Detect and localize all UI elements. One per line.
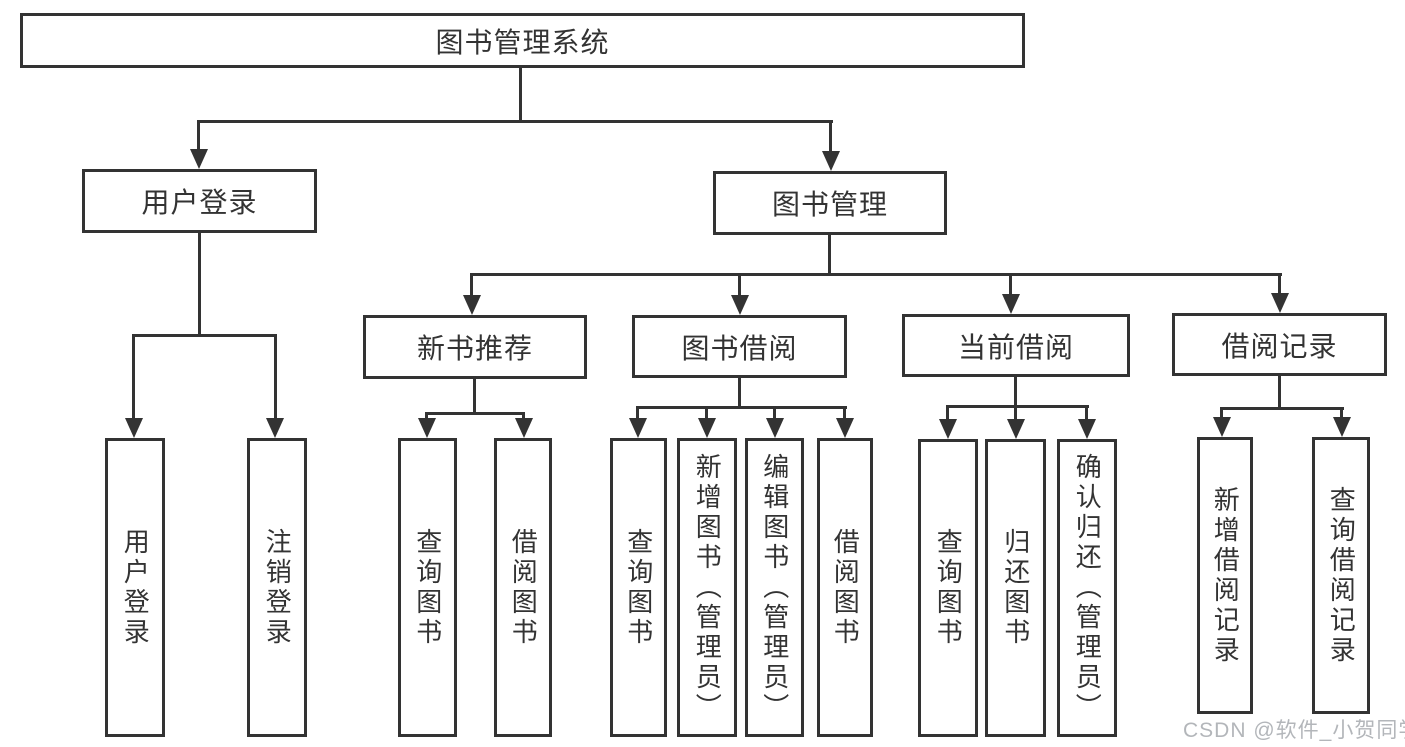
leaf-label: 注销登录: [262, 527, 293, 648]
connector-line: [773, 406, 776, 420]
leaf-label: 借阅图书: [830, 527, 861, 648]
arrowhead-icon: [515, 418, 533, 438]
connector-line: [947, 405, 1089, 408]
leaf-label: 编辑图书（管理员）: [759, 452, 790, 723]
arrowhead-icon: [190, 149, 208, 169]
node-label: 图书借阅: [681, 332, 798, 364]
connector-line: [426, 412, 525, 415]
arrowhead-icon: [1007, 419, 1025, 439]
node-label: 借阅记录: [1221, 330, 1338, 362]
connector-line: [636, 406, 639, 420]
arrowhead-icon: [1078, 419, 1096, 439]
connector-line: [1340, 407, 1343, 419]
leaf-query-book-borrow: 查询图书: [610, 438, 667, 737]
arrowhead-icon: [1271, 293, 1289, 313]
leaf-logout: 注销登录: [247, 438, 307, 737]
leaf-label: 查询图书: [412, 527, 443, 648]
connector-line: [1278, 273, 1281, 295]
leaf-label: 归还图书: [1000, 528, 1031, 648]
arrowhead-icon: [822, 151, 840, 171]
leaf-confirm-return-admin: 确认归还（管理员）: [1057, 439, 1117, 737]
connector-line: [471, 273, 1282, 276]
leaf-label: 借阅图书: [508, 527, 539, 648]
node-label: 图书管理: [771, 189, 888, 220]
connector-line: [843, 406, 846, 420]
arrowhead-icon: [836, 418, 854, 438]
node-user-login: 用户登录: [82, 169, 317, 233]
connector-line: [198, 120, 833, 123]
connector-line: [274, 334, 277, 420]
arrowhead-icon: [698, 418, 716, 438]
node-label: 用户登录: [141, 187, 258, 218]
leaf-query-book-recommend: 查询图书: [398, 438, 457, 737]
node-label: 当前借阅: [957, 331, 1074, 363]
node-current-borrow: 当前借阅: [902, 314, 1130, 377]
connector-line: [519, 66, 522, 123]
leaf-borrow-book: 借阅图书: [817, 438, 873, 737]
connector-line: [470, 273, 473, 297]
arrowhead-icon: [463, 295, 481, 315]
node-book-management: 图书管理: [713, 171, 947, 235]
arrowhead-icon: [418, 418, 436, 438]
connector-line: [829, 120, 832, 153]
leaf-label: 新增图书（管理员）: [692, 452, 723, 723]
leaf-borrow-book-recommend: 借阅图书: [494, 438, 552, 737]
connector-line: [1014, 405, 1017, 421]
arrowhead-icon: [766, 418, 784, 438]
connector-line: [1221, 407, 1344, 410]
connector-line: [1220, 407, 1223, 419]
arrowhead-icon: [1002, 294, 1020, 314]
connector-line: [738, 273, 741, 297]
leaf-add-book-admin: 新增图书（管理员）: [677, 438, 737, 737]
leaf-label: 新增借阅记录: [1210, 485, 1241, 666]
connector-line: [705, 406, 708, 420]
leaf-label: 查询图书: [933, 528, 964, 648]
connector-line: [425, 412, 428, 420]
connector-line: [132, 334, 135, 420]
arrowhead-icon: [731, 295, 749, 315]
node-label: 图书管理系统: [435, 26, 610, 58]
leaf-label: 确认归还（管理员）: [1072, 453, 1103, 723]
node-system-root: 图书管理系统: [20, 13, 1025, 68]
connector-line: [738, 376, 741, 409]
connector-line: [828, 233, 831, 276]
leaf-edit-book-admin: 编辑图书（管理员）: [745, 438, 804, 737]
leaf-return-book: 归还图书: [985, 439, 1046, 737]
arrowhead-icon: [1213, 417, 1231, 437]
connector-line: [946, 405, 949, 421]
leaf-user-login: 用户登录: [105, 438, 165, 737]
leaf-query-book-current: 查询图书: [918, 439, 978, 737]
connector-line: [197, 120, 200, 151]
connector-line: [1278, 374, 1281, 410]
node-book-borrow: 图书借阅: [632, 315, 847, 378]
arrowhead-icon: [266, 418, 284, 438]
node-new-book-recommend: 新书推荐: [363, 315, 587, 379]
arrowhead-icon: [1333, 417, 1351, 437]
connector-line: [198, 231, 201, 337]
leaf-add-borrow-record: 新增借阅记录: [1197, 437, 1253, 714]
connector-line: [1014, 375, 1017, 408]
node-borrow-records: 借阅记录: [1172, 313, 1387, 376]
node-label: 新书推荐: [416, 333, 533, 364]
leaf-query-borrow-record: 查询借阅记录: [1312, 437, 1370, 714]
arrowhead-icon: [939, 419, 957, 439]
arrowhead-icon: [629, 418, 647, 438]
leaf-label: 查询图书: [623, 527, 654, 648]
connector-line: [473, 377, 476, 415]
leaf-label: 查询借阅记录: [1326, 485, 1357, 666]
arrowhead-icon: [125, 418, 143, 438]
csdn-watermark: CSDN @软件_小贺同学: [1183, 719, 1405, 742]
connector-line: [522, 412, 525, 420]
connector-line: [1009, 273, 1012, 296]
connector-line: [132, 334, 277, 337]
leaf-label: 用户登录: [120, 527, 151, 648]
connector-line: [1085, 405, 1088, 421]
connector-line: [637, 406, 847, 409]
